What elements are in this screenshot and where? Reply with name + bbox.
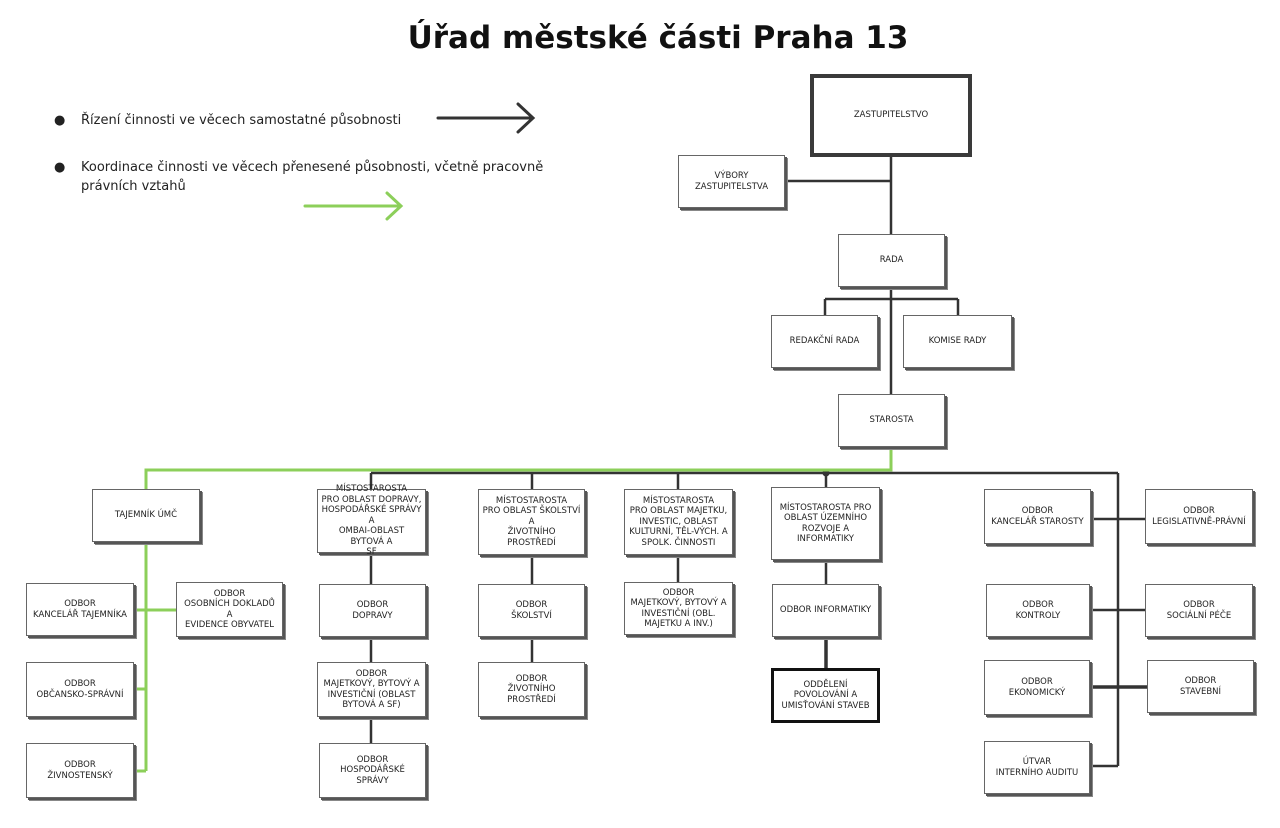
node-mist-majetek: MÍSTOSTAROSTA PRO OBLAST MAJETKU, INVEST… [624,489,733,555]
node-mist-doprava: MÍSTOSTAROSTA PRO OBLAST DOPRAVY, HOSPOD… [317,484,426,557]
node-legislativne: ODBOR LEGISLATIVNĚ-PRÁVNÍ [1145,489,1253,544]
node-kontroly: ODBOR KONTROLY [986,584,1090,637]
node-majetkovy-byt: ODBOR MAJETKOVÝ, BYTOVÝ A INVESTIČNÍ (OB… [317,662,426,717]
node-mist-skolstvi: MÍSTOSTAROSTA PRO OBLAST ŠKOLSTVÍ A ŽIVO… [478,489,585,555]
node-hospodarske: ODBOR HOSPODÁŘSKÉ SPRÁVY [319,743,426,798]
node-povolovani: ODDĚLENÍ POVOLOVÁNÍ A UMISŤOVÁNÍ STAVEB [771,668,880,723]
node-socialni: ODBOR SOCIÁLNÍ PÉČE [1145,584,1253,637]
legend-label-dark: Řízení činnosti ve věcech samostatné půs… [81,113,402,128]
node-zastupitelstvo: ZASTUPITELSTVO [810,74,972,157]
legend-arrow-green [303,191,404,221]
bullet-icon: ● [54,113,66,128]
node-rada: RADA [838,234,945,287]
node-ekonomicky: ODBOR EKONOMICKÝ [984,660,1090,715]
node-stavebni: ODBOR STAVEBNÍ [1147,660,1254,713]
node-majetkovy-inv: ODBOR MAJETKOVÝ, BYTOVÝ A INVESTIČNÍ (OB… [624,582,733,635]
bold-connectors [824,637,1148,689]
node-kancelar-starosty: ODBOR KANCELÁŘ STAROSTY [984,489,1091,544]
node-vybory: VÝBORY ZASTUPITELSTVA [678,155,785,208]
node-informatiky: ODBOR INFORMATIKY [772,584,879,637]
node-zivotni: ODBOR ŽIVOTNÍHO PROSTŘEDÍ [478,662,585,717]
node-tajemnik: TAJEMNÍK ÚMČ [92,489,200,542]
page-title: Úřad městské části Praha 13 [407,20,909,56]
node-zivnostensky: ODBOR ŽIVNOSTENSKÝ [26,743,134,798]
legend-item-dark: ● Řízení činnosti ve věcech samostatné p… [54,111,521,130]
legend-item-green: ● Koordinace činnosti ve věcech přenesen… [54,158,551,196]
legend-arrow-dark [436,102,536,134]
node-redakcni-rada: REDAKČNÍ RADA [771,315,878,368]
legend-label-green: Koordinace činnosti ve věcech přenesené … [81,160,544,194]
node-komise-rady: KOMISE RADY [903,315,1012,368]
node-mist-uzemni: MÍSTOSTAROSTA PRO OBLAST ÚZEMNÍHO ROZVOJ… [771,487,880,560]
bullet-icon: ● [54,160,66,175]
node-audit: ÚTVAR INTERNÍHO AUDITU [984,741,1090,794]
green-connectors [133,449,893,773]
node-obcansko: ODBOR OBČANSKO-SPRÁVNÍ [26,662,134,717]
node-osobni-doklady: ODBOR OSOBNÍCH DOKLADŮ A EVIDENCE OBYVAT… [176,582,283,637]
node-dopravy: ODBOR DOPRAVY [319,584,426,637]
node-starosta: STAROSTA [838,394,945,447]
node-kancelar-tajemnika: ODBOR KANCELÁŘ TAJEMNÍKA [26,583,134,636]
node-skolstvi: ODBOR ŠKOLSTVÍ [478,584,585,637]
